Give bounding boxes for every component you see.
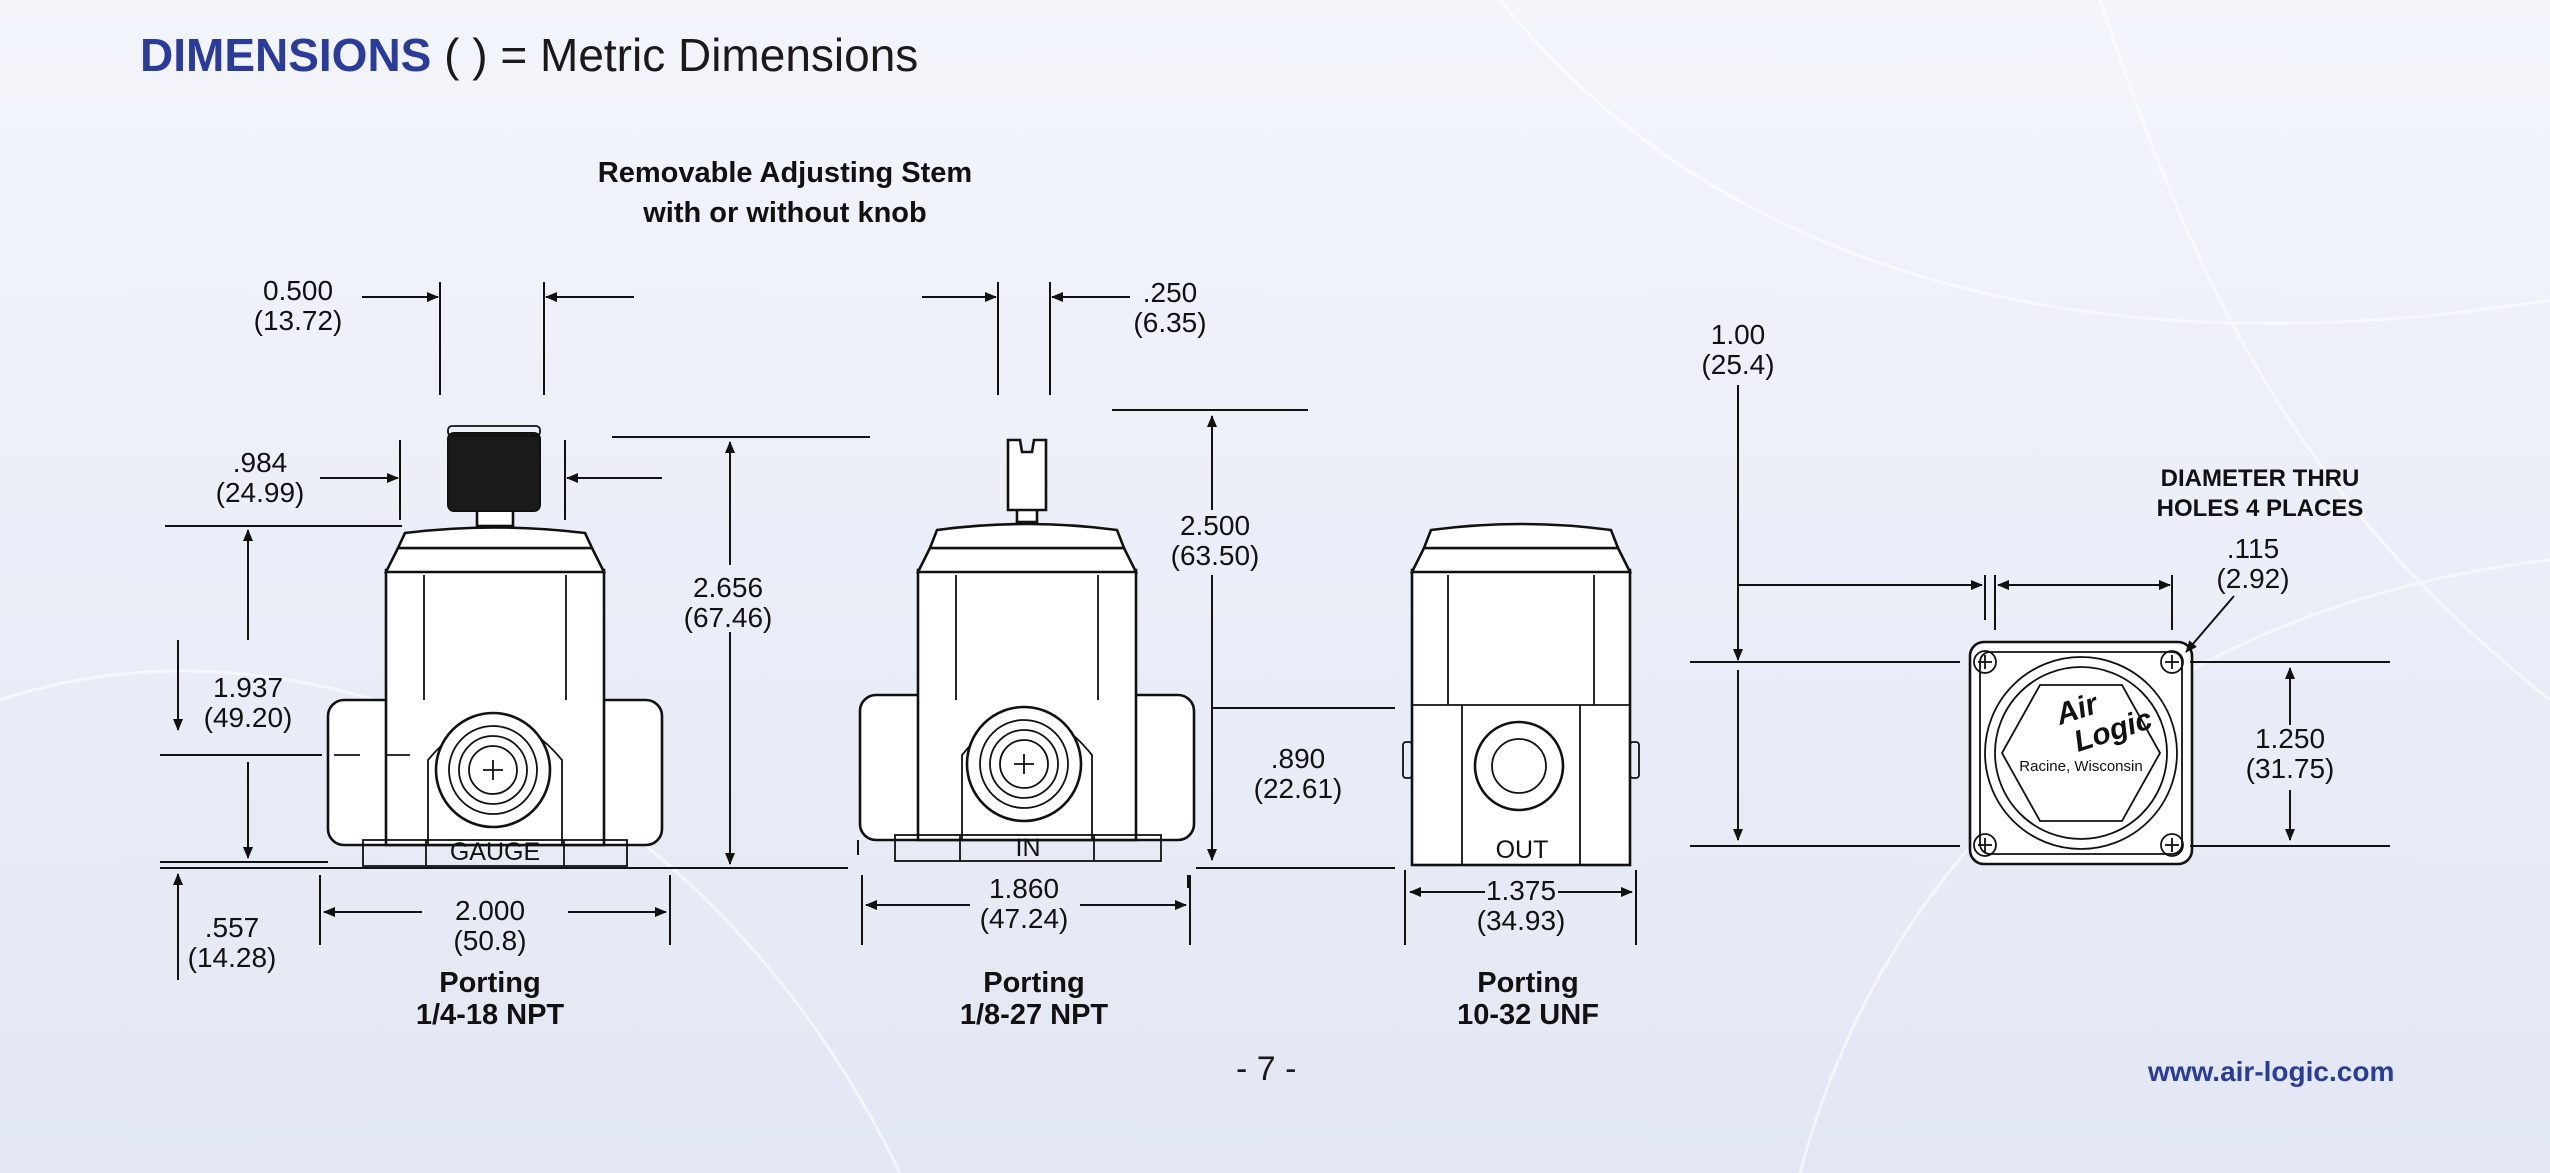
website-link[interactable]: www.air-logic.com	[2148, 1056, 2395, 1087]
valve2-shoulder	[915, 546, 1139, 574]
porting-3-label: Porting	[1477, 967, 1579, 999]
porting-2-spec: 1/8-27 NPT	[960, 999, 1109, 1031]
title-metric-note: ( ) = Metric Dimensions	[431, 29, 919, 81]
dim-1375-metric: (34.93)	[1477, 905, 1566, 936]
logo-location: Racine, Wisconsin	[2019, 758, 2142, 775]
porting-captions: Porting 1/4-18 NPT Porting 1/8-27 NPT Po…	[416, 967, 1599, 1031]
valve3-dimensions: 1.375 (34.93)	[1404, 870, 1637, 945]
dim-890: .890	[1271, 743, 1326, 774]
dim-2656-metric: (67.46)	[684, 602, 773, 633]
dim-2000-metric: (50.8)	[453, 925, 526, 956]
dim-557: .557	[205, 912, 260, 943]
valve-gauge-side-view: GAUGE	[326, 425, 664, 867]
dim-100: 1.00	[1711, 319, 1766, 350]
dim-1860-metric: (47.24)	[980, 903, 1069, 934]
dim-250-metric: (6.35)	[1133, 307, 1206, 338]
port-label-in: IN	[1016, 834, 1041, 862]
dim-1860: 1.860	[989, 873, 1059, 904]
valve1-dimensions: 0.500 (13.72) .984 (24.99) 1.937 (49.20)…	[160, 275, 870, 980]
dim-0500-metric: (13.72)	[254, 305, 343, 336]
valve2-dimensions: .250 (6.35) 2.500 (63.50) .890 (22.61) 1…	[857, 277, 1395, 945]
dim-115-metric: (2.92)	[2216, 563, 2289, 594]
valve3-cap	[1422, 522, 1620, 550]
stem-note-line2: with or without knob	[642, 197, 927, 229]
out-port	[1473, 720, 1565, 812]
hex-logo-outline	[2000, 684, 2162, 822]
valve2-cap	[928, 522, 1126, 550]
valve-in-side-view: IN	[858, 438, 1196, 862]
valve3-body	[1410, 568, 1632, 867]
porting-1-spec: 1/4-18 NPT	[416, 999, 565, 1031]
port-label-out: OUT	[1496, 836, 1549, 864]
dim-1250-metric: (31.75)	[2246, 753, 2335, 784]
stem-note-line1: Removable Adjusting Stem	[598, 157, 972, 189]
porting-1-label: Porting	[439, 967, 541, 999]
dim-557-metric: (14.28)	[188, 942, 277, 973]
title-dimensions: DIMENSIONS	[140, 29, 432, 81]
mount-holes	[1973, 650, 2184, 857]
dim-1937-metric: (49.20)	[204, 702, 293, 733]
stem-note: Removable Adjusting Stem with or without…	[598, 157, 972, 229]
adjusting-knob	[447, 432, 541, 512]
dim-2500: 2.500	[1180, 510, 1250, 541]
valve-out-front-view: OUT	[1402, 522, 1640, 867]
dim-2500-metric: (63.50)	[1171, 540, 1260, 571]
dim-250: .250	[1143, 277, 1198, 308]
dim-0500: 0.500	[263, 275, 333, 306]
adjusting-stem	[1006, 438, 1048, 512]
dim-984-metric: (24.99)	[216, 477, 305, 508]
dim-1250: 1.250	[2255, 723, 2325, 754]
dim-115: .115	[2227, 533, 2279, 564]
holes-note-line1: DIAMETER THRU	[2161, 465, 2360, 492]
dim-2656: 2.656	[693, 572, 763, 603]
valve1-shoulder	[383, 546, 607, 574]
dim-1375: 1.375	[1486, 875, 1556, 906]
valve1-cap	[395, 526, 595, 550]
mount-dimensions: 1.00 (25.4) DIAMETER THRU HOLES 4 PLACES…	[1690, 319, 2390, 847]
dim-984: .984	[233, 447, 288, 478]
dim-890-metric: (22.61)	[1254, 773, 1343, 804]
porting-3-spec: 10-32 UNF	[1457, 999, 1599, 1031]
dim-100-metric: (25.4)	[1701, 349, 1774, 380]
valve3-shoulder	[1409, 546, 1633, 574]
page-number: - 7 -	[1236, 1050, 1297, 1088]
porting-2-label: Porting	[983, 967, 1085, 999]
holes-note-line2: HOLES 4 PLACES	[2157, 495, 2364, 522]
dim-2000: 2.000	[455, 895, 525, 926]
mounting-plate	[1968, 640, 2194, 866]
page-title: DIMENSIONS ( ) = Metric Dimensions	[140, 28, 918, 82]
dim-1937: 1.937	[213, 672, 283, 703]
mounting-plate-bottom-view: Air Logic Racine, Wisconsin	[1968, 640, 2194, 866]
port-label-gauge: GAUGE	[450, 838, 540, 866]
